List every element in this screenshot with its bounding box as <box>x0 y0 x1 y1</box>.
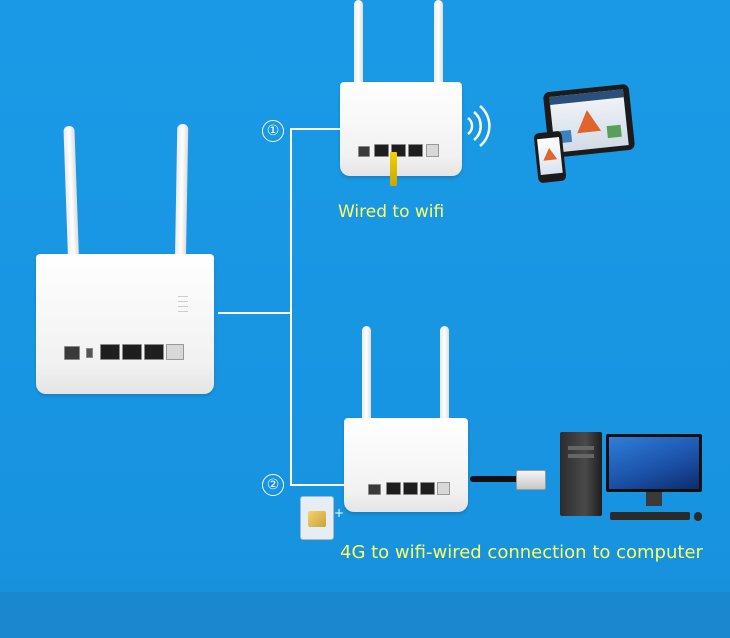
plus-icon: + <box>334 506 345 520</box>
dc-port <box>358 146 370 157</box>
lan-port <box>100 344 120 360</box>
antenna-left <box>354 0 363 108</box>
step-2-badge: ② <box>262 474 284 496</box>
antenna-right <box>174 123 189 275</box>
dc-port <box>368 484 381 495</box>
pc-tower <box>560 432 602 516</box>
reset-port <box>86 348 93 358</box>
step-1-caption: Wired to wifi <box>338 202 445 222</box>
smartphone-icon <box>533 130 567 184</box>
wifi-signal-icon <box>467 105 491 147</box>
vent-line <box>178 301 188 302</box>
lan-port <box>122 344 142 360</box>
lan-port <box>386 482 401 495</box>
main-router <box>30 120 220 400</box>
wifi-router <box>336 0 466 190</box>
connector-bottom-horizontal <box>290 484 346 486</box>
rj45-plug <box>516 470 546 490</box>
lan-port <box>144 344 164 360</box>
vent-line <box>178 306 188 307</box>
sim-slot <box>166 344 184 360</box>
bottom-band <box>0 592 730 638</box>
connector-main-horizontal <box>218 312 292 314</box>
dc-port <box>64 346 80 360</box>
monitor <box>606 434 702 492</box>
step-2-caption: 4G to wifi-wired connection to computer <box>340 542 703 563</box>
ethernet-cable-icon <box>390 152 397 186</box>
sim-card-icon <box>300 496 334 540</box>
router-body <box>344 418 468 512</box>
antenna-right <box>440 326 449 436</box>
lan-port <box>403 482 418 495</box>
sim-slot <box>437 482 450 495</box>
router-body <box>36 254 214 394</box>
router-body <box>340 82 462 176</box>
antenna-left <box>362 326 371 436</box>
lte-router <box>340 326 470 516</box>
connector-vertical <box>290 128 292 486</box>
vent-line <box>178 311 188 312</box>
ethernet-cable-icon <box>470 476 524 482</box>
keyboard <box>610 512 690 520</box>
desktop-computer-icon <box>556 430 706 530</box>
connector-top-horizontal <box>290 128 342 130</box>
sim-slot <box>426 144 439 157</box>
lan-port <box>374 144 389 157</box>
lan-port <box>408 144 423 157</box>
lan-port <box>420 482 435 495</box>
monitor-stand <box>646 492 662 506</box>
antenna-right <box>434 0 443 108</box>
mouse <box>694 512 702 521</box>
step-1-badge: ① <box>262 120 284 142</box>
vent-line <box>178 296 188 297</box>
